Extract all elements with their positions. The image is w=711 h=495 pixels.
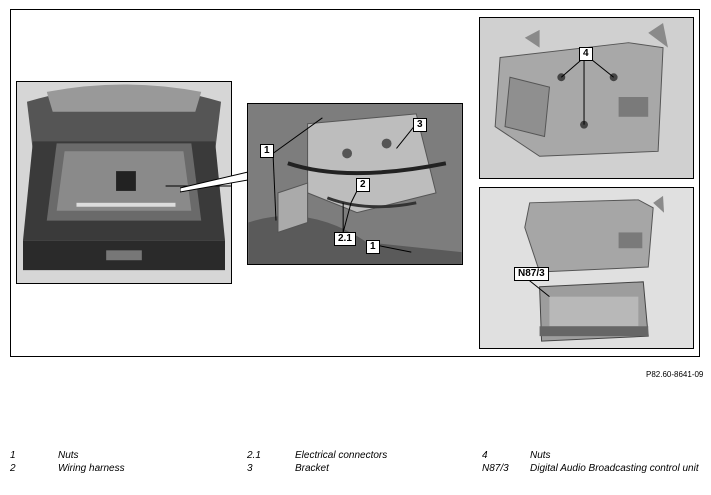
legend-text: Wiring harness	[58, 463, 125, 474]
legend-key: 2.1	[247, 450, 261, 461]
connector-line	[180, 171, 249, 193]
control-unit-illustration	[480, 188, 693, 348]
callout-label: 4	[579, 47, 593, 61]
legend-text: Bracket	[295, 463, 329, 474]
bracket-nuts-illustration	[480, 18, 693, 178]
callout-label: 1	[260, 144, 274, 158]
vehicle-rear-photo	[16, 81, 232, 284]
legend-row: 3 Bracket	[247, 462, 435, 475]
legend-row: 2 Wiring harness	[10, 462, 198, 475]
vehicle-rear-illustration	[17, 82, 231, 283]
legend-key: 3	[247, 463, 253, 474]
legend-row: 2.1 Electrical connectors	[247, 449, 435, 462]
legend-text: Nuts	[530, 450, 551, 461]
legend-column: 2.1 Electrical connectors 3 Bracket	[247, 449, 435, 475]
control-unit-photo: N87/3	[479, 187, 694, 349]
legend-text: Digital Audio Broadcasting control unit	[530, 463, 699, 474]
legend-row: 1 Nuts	[10, 449, 198, 462]
legend-row: N87/3 Digital Audio Broadcasting control…	[482, 462, 705, 475]
legend-column: 4 Nuts N87/3 Digital Audio Broadcasting …	[482, 449, 705, 475]
figure-reference: P82.60-8641-09	[646, 370, 704, 379]
callout-label: 2	[356, 178, 370, 192]
legend-key: 1	[10, 450, 16, 461]
legend-key: 4	[482, 450, 488, 461]
callout-label: 1	[366, 240, 380, 254]
legend-text: Nuts	[58, 450, 79, 461]
legend-key: N87/3	[482, 463, 509, 474]
callout-label: N87/3	[514, 267, 549, 281]
legend-row: 4 Nuts	[482, 449, 705, 462]
legend-column: 1 Nuts 2 Wiring harness	[10, 449, 198, 475]
callout-label: 2.1	[334, 232, 356, 246]
legend-text: Electrical connectors	[295, 450, 388, 461]
bracket-detail-photo: 1 3 2 2.1 1	[247, 103, 463, 265]
legend-key: 2	[10, 463, 16, 474]
callout-label: 3	[413, 118, 427, 132]
bracket-nuts-photo: 4	[479, 17, 694, 179]
